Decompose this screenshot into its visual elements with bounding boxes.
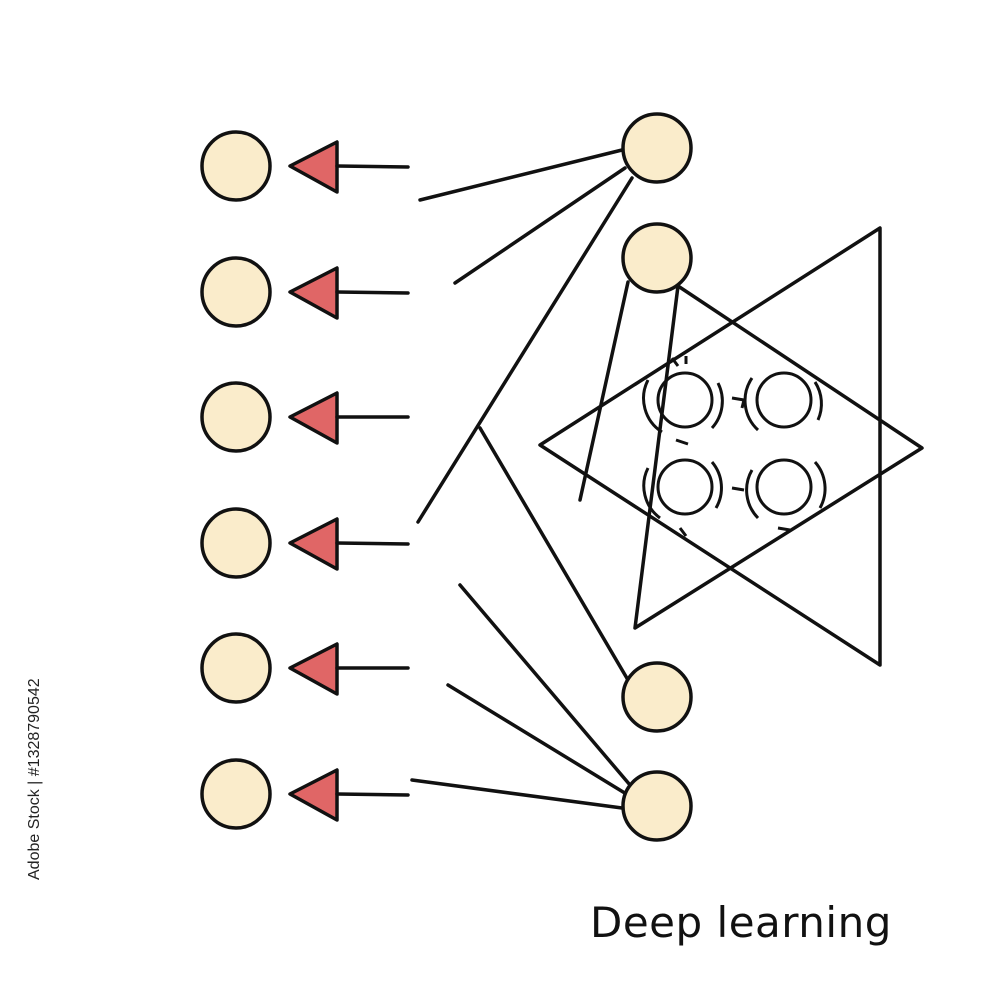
input-unit <box>200 758 410 830</box>
inner-node <box>642 356 724 434</box>
input-node <box>200 381 272 453</box>
inner-node-cluster <box>642 356 827 537</box>
hidden-node <box>621 222 693 294</box>
star-shape <box>538 226 924 667</box>
inner-node <box>731 458 827 532</box>
input-node <box>200 758 272 830</box>
connection-line <box>478 426 630 682</box>
diagram-caption: Deep learning <box>590 898 892 947</box>
input-line <box>335 164 410 169</box>
connection-line <box>410 778 624 810</box>
input-line <box>335 792 410 797</box>
connection-line <box>418 148 624 202</box>
input-unit <box>200 632 410 704</box>
connection-line <box>416 176 634 524</box>
input-node <box>200 507 272 579</box>
input-arrow <box>288 642 339 696</box>
hidden-node <box>621 112 693 184</box>
input-unit <box>200 507 410 579</box>
connection-line <box>446 683 630 797</box>
hidden-nodes <box>621 112 693 842</box>
input-line <box>335 541 410 546</box>
input-unit <box>200 381 410 453</box>
hidden-node <box>621 770 693 842</box>
connection-line <box>578 280 630 502</box>
connection-lines <box>410 148 634 810</box>
star-triangle-right <box>633 284 924 630</box>
input-arrow <box>288 517 339 571</box>
input-node <box>200 632 272 704</box>
stock-id-label: Adobe Stock | #1328790542 <box>26 678 43 880</box>
input-layer <box>200 130 410 830</box>
input-arrow <box>288 391 339 445</box>
connection-line <box>453 166 627 285</box>
input-unit <box>200 256 410 328</box>
input-unit <box>200 130 410 202</box>
star-triangle-left <box>538 226 882 667</box>
input-arrow <box>288 768 339 822</box>
connection-line <box>458 583 632 787</box>
input-line <box>335 290 410 295</box>
input-node <box>200 256 272 328</box>
hidden-node <box>621 661 693 733</box>
inner-node <box>731 371 823 432</box>
input-arrow <box>288 140 339 194</box>
input-node <box>200 130 272 202</box>
inner-node <box>642 438 723 537</box>
input-arrow <box>288 266 339 320</box>
